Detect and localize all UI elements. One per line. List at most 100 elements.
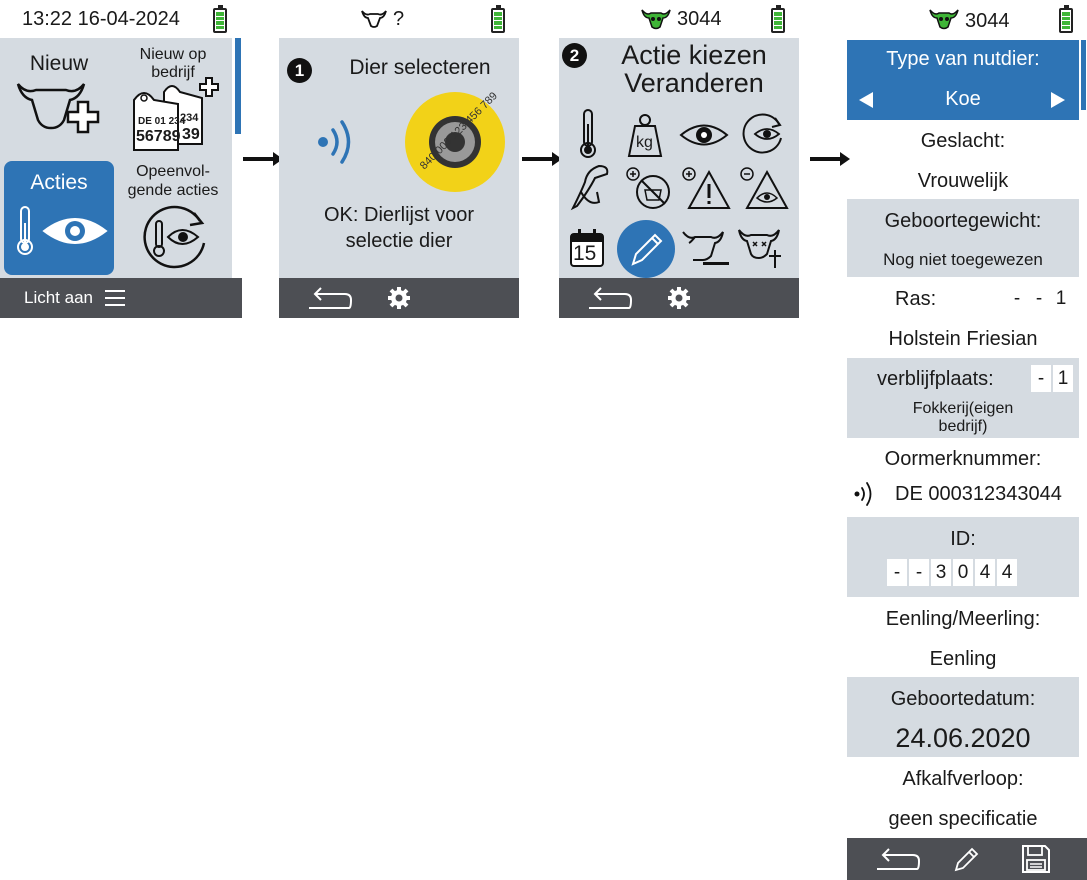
ear-tag-icon: [405, 92, 505, 192]
tile-actions-label: Acties: [30, 171, 88, 194]
status-animal-id: 3044: [965, 10, 1010, 32]
birth-weight-band[interactable]: Geboortegewicht: Nog niet toegewezen: [847, 199, 1079, 277]
action-panel: 2 Actie kiezen Veranderen kg: [559, 38, 799, 278]
status-bar: 3044: [847, 0, 1087, 38]
back-icon[interactable]: [875, 845, 921, 873]
tag-text-back-1: 234: [180, 112, 199, 124]
birth-weight-value: Nog niet toegewezen: [883, 250, 1043, 269]
status-animal-id: 3044: [677, 8, 722, 30]
save-icon[interactable]: [1021, 844, 1051, 874]
id-digit[interactable]: 4: [975, 559, 995, 586]
id-digit[interactable]: -: [909, 559, 929, 586]
footer-bar: [559, 278, 799, 318]
warning-plus-icon[interactable]: [681, 166, 731, 212]
breed-label: Ras:: [895, 288, 937, 310]
location-code-digit[interactable]: -: [1031, 365, 1051, 392]
stork-icon[interactable]: [569, 162, 613, 212]
gear-icon[interactable]: [667, 286, 691, 310]
flow-arrow-3: [810, 152, 850, 166]
cow-minus-icon[interactable]: [681, 228, 731, 268]
prev-arrow-icon[interactable]: [857, 90, 875, 110]
step-number: 1: [294, 61, 305, 80]
tile-followup-label-2: gende acties: [127, 182, 219, 199]
menu-icon[interactable]: [105, 290, 125, 306]
type-selector[interactable]: Type van nutdier: Koe: [847, 40, 1079, 120]
birth-weight-label: Geboortegewicht:: [884, 210, 1042, 232]
pencil-icon[interactable]: [953, 845, 981, 873]
screen-main-menu: 13:22 16-04-2024 Nieuw Nieuw op bedrijf …: [0, 0, 242, 320]
screen-select-animal: ? 1 Dier selecteren 840 003 123 456 789 …: [279, 0, 519, 320]
location-code-digit[interactable]: 1: [1053, 365, 1073, 392]
id-digit[interactable]: 3: [931, 559, 951, 586]
calendar-day: 15: [573, 242, 597, 265]
calving-label: Afkalfverloop:: [902, 768, 1024, 790]
message-line-1: OK: Dierlijst voor: [323, 204, 475, 226]
calendar-icon[interactable]: 15: [569, 228, 605, 268]
id-label: ID:: [950, 528, 976, 550]
tile-actions[interactable]: Acties: [4, 161, 114, 275]
birthdate-band[interactable]: Geboortedatum: 24.06.2020: [847, 677, 1079, 757]
tile-new-label: Nieuw: [29, 52, 89, 75]
step-badge: 1: [287, 58, 312, 83]
battery-icon: [1059, 5, 1073, 33]
next-arrow-icon[interactable]: [1049, 90, 1067, 110]
status-time: 13:22 16-04-2024: [22, 8, 180, 30]
cycle-icon[interactable]: [739, 110, 787, 158]
tile-new-on-farm-label-2: bedrijf: [151, 64, 195, 81]
pencil-edit-button[interactable]: [617, 220, 675, 278]
id-digits[interactable]: - - 3 0 4 4: [885, 559, 1017, 586]
litter-value[interactable]: Eenling: [929, 648, 997, 670]
cow-head-icon: [929, 9, 959, 30]
id-band[interactable]: ID: - - 3 0 4 4: [847, 517, 1079, 597]
id-digit[interactable]: 0: [953, 559, 973, 586]
nfc-icon: [854, 482, 872, 506]
thermometer-icon: [17, 206, 33, 255]
scrollbar[interactable]: [1081, 40, 1086, 110]
cow-dead-icon[interactable]: [737, 226, 787, 270]
thermometer-icon[interactable]: [577, 108, 599, 160]
flow-arrow-2: [522, 152, 562, 166]
type-label: Type van nutdier:: [886, 48, 1040, 70]
tile-new[interactable]: Nieuw: [4, 42, 114, 158]
screen-edit-animal: 3044 Type van nutdier: Koe Geslacht: Vro…: [847, 0, 1087, 880]
breed-code[interactable]: - - 1: [1005, 285, 1071, 312]
sex-value[interactable]: Vrouwelijk: [917, 170, 1009, 192]
footer-bar: [279, 278, 519, 318]
light-on-button[interactable]: Licht aan: [24, 288, 93, 307]
tile-followup-actions[interactable]: Opeenvol- gende acties: [118, 161, 228, 275]
eye-icon[interactable]: [679, 120, 729, 150]
select-panel: 1 Dier selecteren 840 003 123 456 789 OK…: [279, 38, 519, 278]
location-code[interactable]: - 1: [1029, 365, 1073, 392]
location-value-line-2: bedrijf): [938, 418, 988, 435]
breed-code-digit[interactable]: -: [1007, 285, 1027, 312]
id-digit[interactable]: -: [887, 559, 907, 586]
breed-code-digit[interactable]: 1: [1051, 285, 1071, 312]
battery-icon: [213, 5, 227, 33]
nfc-icon: [318, 120, 351, 164]
ear-tag-value: DE 000312343044: [895, 483, 1062, 505]
weight-unit: kg: [636, 134, 653, 151]
screen-title-line-1: Actie kiezen: [621, 40, 767, 70]
calving-value[interactable]: geen specificatie: [888, 808, 1038, 830]
type-value: Koe: [945, 88, 981, 110]
weight-icon[interactable]: kg: [627, 112, 663, 158]
tile-new-on-farm[interactable]: Nieuw op bedrijf 234 39 DE 01 234 56789: [118, 42, 228, 158]
eye-triangle-icon[interactable]: [739, 166, 789, 212]
birthdate-value: 24.06.2020: [895, 723, 1031, 753]
back-icon[interactable]: [587, 284, 633, 312]
tile-new-on-farm-label-1: Nieuw op: [139, 46, 207, 63]
step-badge: 2: [562, 43, 587, 68]
message-line-2: selectie dier: [345, 230, 453, 252]
id-digit[interactable]: 4: [997, 559, 1017, 586]
milk-crossed-icon[interactable]: [625, 166, 675, 212]
scrollbar[interactable]: [235, 38, 241, 134]
screen-title-line-2: Veranderen: [624, 68, 764, 98]
screen-choose-action: 3044 2 Actie kiezen Veranderen kg: [559, 0, 799, 320]
step-number: 2: [569, 46, 580, 65]
breed-code-digit[interactable]: -: [1029, 285, 1049, 312]
breed-value: Holstein Friesian: [888, 328, 1038, 350]
location-band[interactable]: verblijfplaats: - 1 Fokkerij(eigen bedri…: [847, 358, 1079, 438]
cycle-icon: [143, 205, 206, 269]
back-icon[interactable]: [307, 284, 353, 312]
gear-icon[interactable]: [387, 286, 411, 310]
